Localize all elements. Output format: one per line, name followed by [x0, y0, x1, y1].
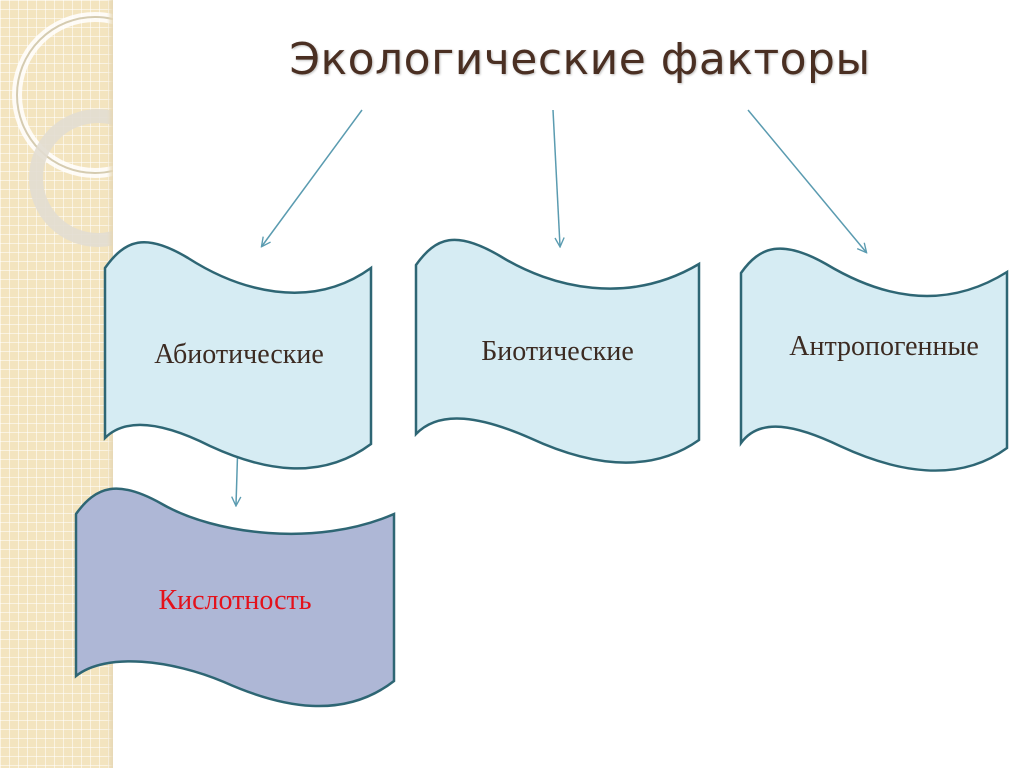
node-label-biotic: Биотические: [481, 336, 634, 367]
decorative-ring-small: [29, 109, 113, 247]
slide-title: Экологические факторы: [289, 34, 871, 85]
node-shape-anthropogenic: [739, 247, 1009, 472]
decorative-side-strip: [0, 0, 113, 768]
node-shape-abiotic: [103, 241, 373, 470]
decorative-ring-large-outline: [16, 16, 113, 174]
arrow-to-anthropogenic: [747, 109, 866, 252]
node-label-anthropogenic: Антропогенные: [789, 331, 979, 362]
node-label-acidity: Кислотность: [158, 585, 312, 616]
arrow-to-abiotic: [262, 109, 363, 246]
decorative-rings: [12, 12, 113, 247]
node-shape-biotic: [414, 238, 701, 464]
node-label-abiotic: Абиотические: [154, 339, 324, 370]
arrow-to-biotic: [552, 109, 560, 246]
node-shape-acidity: [74, 487, 396, 708]
